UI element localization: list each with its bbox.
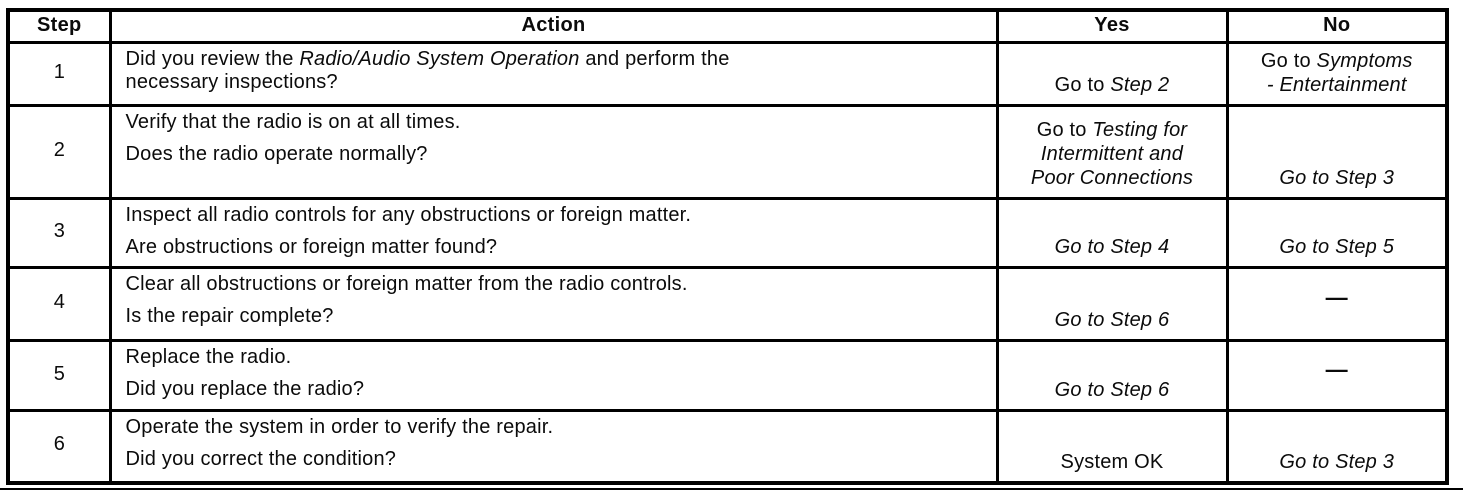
header-row: Step Action Yes No xyxy=(6,8,1449,44)
yes-cell: System OK xyxy=(995,409,1229,484)
col-header-yes: Yes xyxy=(995,8,1229,44)
action-text: Did you review the Radio/Audio System Op… xyxy=(125,48,730,93)
action-cell: Operate the system in order to verify th… xyxy=(108,409,999,484)
table-row: 1 Did you review the Radio/Audio System … xyxy=(6,41,1449,107)
table-row: 5 Replace the radio.Did you replace the … xyxy=(6,339,1449,412)
page-bottom-rule xyxy=(0,488,1463,490)
step-cell: 3 xyxy=(6,197,112,269)
no-cell: — xyxy=(1225,339,1449,412)
action-cell: Inspect all radio controls for any obstr… xyxy=(108,197,999,269)
no-cell: Go to Step 3 xyxy=(1225,104,1449,200)
diagnostic-table: Step Action Yes No 1 Did you review the … xyxy=(6,8,1449,485)
col-header-step: Step xyxy=(6,8,112,44)
col-header-action: Action xyxy=(108,8,999,44)
action-cell: Did you review the Radio/Audio System Op… xyxy=(108,41,999,107)
yes-cell: Go to Step 6 xyxy=(995,339,1229,412)
step-cell: 5 xyxy=(6,339,112,412)
no-cell: Go to Step 3 xyxy=(1225,409,1449,484)
action-cell: Clear all obstructions or foreign matter… xyxy=(108,266,999,342)
no-cell: Go to Symptoms- Entertainment xyxy=(1225,41,1449,107)
step-cell: 1 xyxy=(6,41,112,107)
table-row: 6 Operate the system in order to verify … xyxy=(6,409,1449,484)
no-cell: — xyxy=(1225,266,1449,342)
action-cell: Verify that the radio is on at all times… xyxy=(108,104,999,200)
step-cell: 4 xyxy=(6,266,112,342)
table-row: 4 Clear all obstructions or foreign matt… xyxy=(6,266,1449,342)
yes-cell: Go to Step 6 xyxy=(995,266,1229,342)
yes-cell: Go to Step 4 xyxy=(995,197,1229,269)
step-cell: 6 xyxy=(6,409,112,484)
no-cell: Go to Step 5 xyxy=(1225,197,1449,269)
step-cell: 2 xyxy=(6,104,112,200)
action-cell: Replace the radio.Did you replace the ra… xyxy=(108,339,999,412)
table-row: 3 Inspect all radio controls for any obs… xyxy=(6,197,1449,269)
table-row: 2 Verify that the radio is on at all tim… xyxy=(6,104,1449,200)
yes-cell: Go to Step 2 xyxy=(995,41,1229,107)
col-header-no: No xyxy=(1225,8,1449,44)
